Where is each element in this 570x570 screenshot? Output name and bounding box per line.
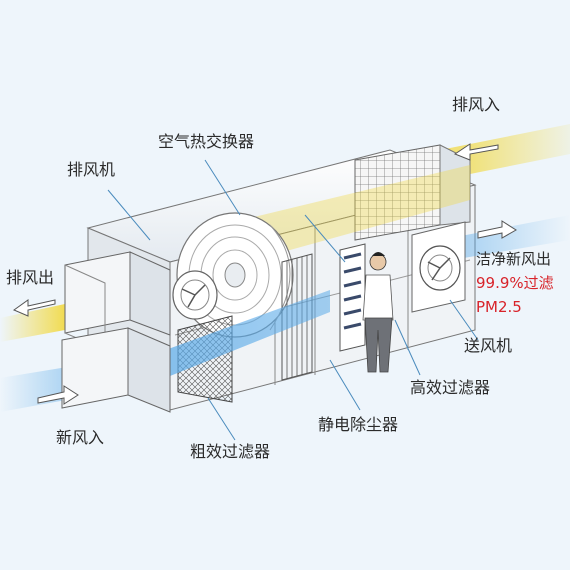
label-exhaust-out: 排风出 bbox=[6, 268, 55, 287]
label-filter-rate: 99.9%过滤 bbox=[476, 274, 554, 292]
label-esp: 静电除尘器 bbox=[318, 415, 399, 434]
exhaust-in-arrow bbox=[453, 143, 499, 161]
supply-fan bbox=[411, 221, 466, 313]
exhaust-inlet-grille bbox=[354, 144, 471, 241]
exhaust-out-arrow bbox=[12, 299, 56, 317]
fresh-inlet-duct bbox=[61, 327, 171, 413]
label-coarse-filter: 粗效过滤器 bbox=[190, 442, 271, 461]
label-fresh-in: 新风入 bbox=[56, 428, 105, 447]
label-hepa-filter: 高效过滤器 bbox=[410, 378, 491, 397]
person-figure bbox=[362, 252, 394, 373]
fresh-in-arrow bbox=[37, 385, 79, 405]
label-pm25: PM2.5 bbox=[476, 298, 522, 316]
fresh-out-arrow bbox=[477, 220, 517, 239]
exhaust-outlet-duct bbox=[64, 251, 171, 351]
label-exhaust-in: 排风入 bbox=[452, 95, 501, 114]
hepa-filter bbox=[339, 243, 366, 352]
exhaust-fan bbox=[172, 270, 218, 320]
label-fresh-out: 洁净新风出 bbox=[476, 250, 552, 268]
label-exhaust-fan: 排风机 bbox=[67, 160, 116, 179]
label-supply-fan: 送风机 bbox=[464, 336, 513, 355]
leader-lines bbox=[107, 159, 479, 441]
label-heat-exchanger: 空气热交换器 bbox=[158, 132, 255, 151]
